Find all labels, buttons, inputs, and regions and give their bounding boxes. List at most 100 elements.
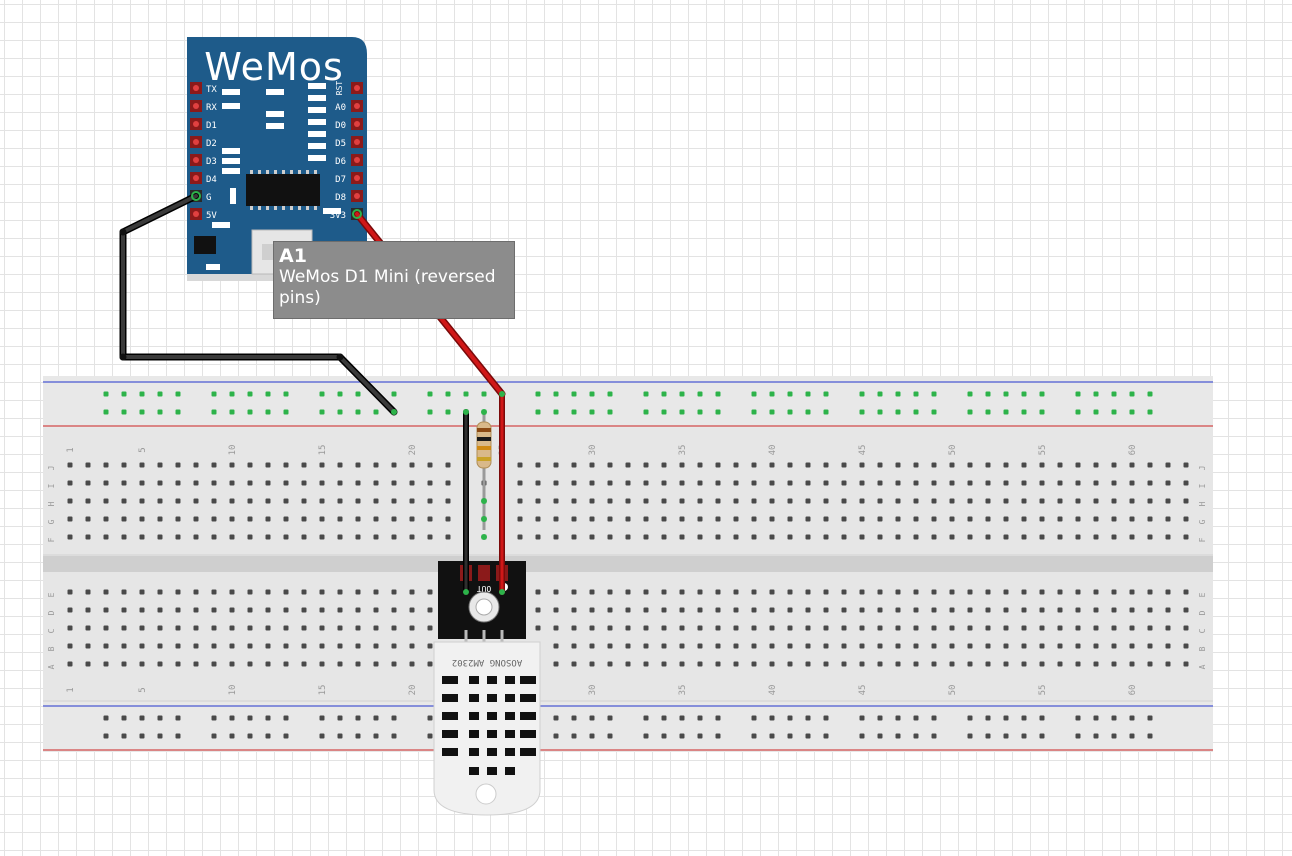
breadboard-hole[interactable] <box>751 625 757 631</box>
rail-hole[interactable] <box>139 715 145 721</box>
rail-hole[interactable] <box>283 409 289 415</box>
breadboard-hole[interactable] <box>1129 643 1135 649</box>
breadboard-hole[interactable] <box>1093 462 1099 468</box>
breadboard-hole[interactable] <box>157 462 163 468</box>
breadboard-hole[interactable] <box>427 589 433 595</box>
breadboard-hole[interactable] <box>841 589 847 595</box>
breadboard-hole[interactable] <box>247 480 253 486</box>
breadboard-hole[interactable] <box>1129 462 1135 468</box>
breadboard-hole[interactable] <box>949 643 955 649</box>
rail-hole[interactable] <box>571 409 577 415</box>
rail-hole[interactable] <box>535 409 541 415</box>
breadboard-hole[interactable] <box>247 516 253 522</box>
breadboard-hole[interactable] <box>1003 589 1009 595</box>
breadboard-hole[interactable] <box>265 480 271 486</box>
breadboard-hole[interactable] <box>157 661 163 667</box>
breadboard-hole[interactable] <box>427 661 433 667</box>
breadboard-hole[interactable] <box>751 607 757 613</box>
breadboard-hole[interactable] <box>607 589 613 595</box>
breadboard-hole[interactable] <box>949 516 955 522</box>
breadboard-hole[interactable] <box>1075 462 1081 468</box>
breadboard-hole[interactable] <box>1147 661 1153 667</box>
breadboard-hole[interactable] <box>409 534 415 540</box>
breadboard-hole[interactable] <box>283 643 289 649</box>
breadboard-hole[interactable] <box>949 462 955 468</box>
breadboard-hole[interactable] <box>283 498 289 504</box>
rail-hole[interactable] <box>427 733 433 739</box>
breadboard-hole[interactable] <box>427 498 433 504</box>
breadboard-hole[interactable] <box>553 498 559 504</box>
breadboard-hole[interactable] <box>103 661 109 667</box>
breadboard-hole[interactable] <box>877 534 883 540</box>
breadboard-hole[interactable] <box>337 480 343 486</box>
breadboard-hole[interactable] <box>661 534 667 540</box>
rail-hole[interactable] <box>1147 391 1153 397</box>
breadboard-hole[interactable] <box>895 516 901 522</box>
breadboard-hole[interactable] <box>193 589 199 595</box>
breadboard-hole[interactable] <box>931 589 937 595</box>
rail-hole[interactable] <box>751 409 757 415</box>
board-pin-left[interactable]: D2 <box>190 136 217 149</box>
breadboard-hole[interactable] <box>1093 625 1099 631</box>
breadboard-hole[interactable] <box>931 607 937 613</box>
board-pin-right[interactable]: A0 <box>335 100 363 113</box>
breadboard-hole[interactable] <box>265 462 271 468</box>
breadboard-hole[interactable] <box>823 516 829 522</box>
breadboard-hole[interactable] <box>103 462 109 468</box>
breadboard-hole[interactable] <box>67 661 73 667</box>
breadboard-hole[interactable] <box>1129 498 1135 504</box>
breadboard-hole[interactable] <box>949 625 955 631</box>
rail-hole[interactable] <box>175 733 181 739</box>
breadboard-hole[interactable] <box>157 589 163 595</box>
breadboard-hole[interactable] <box>1165 625 1171 631</box>
breadboard-hole[interactable] <box>787 643 793 649</box>
breadboard-hole[interactable] <box>337 516 343 522</box>
breadboard-hole[interactable] <box>1111 462 1117 468</box>
rail-hole[interactable] <box>265 733 271 739</box>
rail-hole[interactable] <box>679 391 685 397</box>
breadboard-hole[interactable] <box>301 643 307 649</box>
breadboard-hole[interactable] <box>805 589 811 595</box>
breadboard-hole[interactable] <box>553 480 559 486</box>
breadboard-hole[interactable] <box>211 516 217 522</box>
breadboard-hole[interactable] <box>679 643 685 649</box>
rail-hole[interactable] <box>229 391 235 397</box>
breadboard-hole[interactable] <box>373 462 379 468</box>
breadboard-hole[interactable] <box>895 534 901 540</box>
breadboard-hole[interactable] <box>67 534 73 540</box>
breadboard-hole[interactable] <box>913 661 919 667</box>
breadboard-hole[interactable] <box>427 607 433 613</box>
breadboard-hole[interactable] <box>643 661 649 667</box>
rail-hole[interactable] <box>877 391 883 397</box>
breadboard-hole[interactable] <box>697 589 703 595</box>
rail-hole[interactable] <box>1147 733 1153 739</box>
breadboard-hole[interactable] <box>139 607 145 613</box>
breadboard-hole[interactable] <box>1147 625 1153 631</box>
breadboard-hole[interactable] <box>1111 516 1117 522</box>
breadboard-hole[interactable] <box>877 625 883 631</box>
rail-hole[interactable] <box>607 733 613 739</box>
breadboard-hole[interactable] <box>823 462 829 468</box>
breadboard-hole[interactable] <box>355 643 361 649</box>
breadboard-hole[interactable] <box>247 643 253 649</box>
breadboard-hole[interactable] <box>265 661 271 667</box>
rail-hole[interactable] <box>1129 733 1135 739</box>
breadboard-hole[interactable] <box>913 516 919 522</box>
breadboard-hole[interactable] <box>157 534 163 540</box>
breadboard-hole[interactable] <box>301 625 307 631</box>
rail-hole[interactable] <box>1093 391 1099 397</box>
breadboard-hole[interactable] <box>427 480 433 486</box>
breadboard-hole[interactable] <box>247 625 253 631</box>
breadboard-hole[interactable] <box>337 607 343 613</box>
breadboard-hole[interactable] <box>643 625 649 631</box>
rail-hole[interactable] <box>985 715 991 721</box>
rail-hole[interactable] <box>1039 391 1045 397</box>
breadboard-hole[interactable] <box>553 607 559 613</box>
rail-hole[interactable] <box>643 409 649 415</box>
rail-hole[interactable] <box>391 391 397 397</box>
breadboard-hole[interactable] <box>661 643 667 649</box>
rail-hole[interactable] <box>1129 391 1135 397</box>
breadboard-hole[interactable] <box>121 607 127 613</box>
board-pin-right[interactable]: D8 <box>335 190 363 203</box>
rail-hole[interactable] <box>373 733 379 739</box>
